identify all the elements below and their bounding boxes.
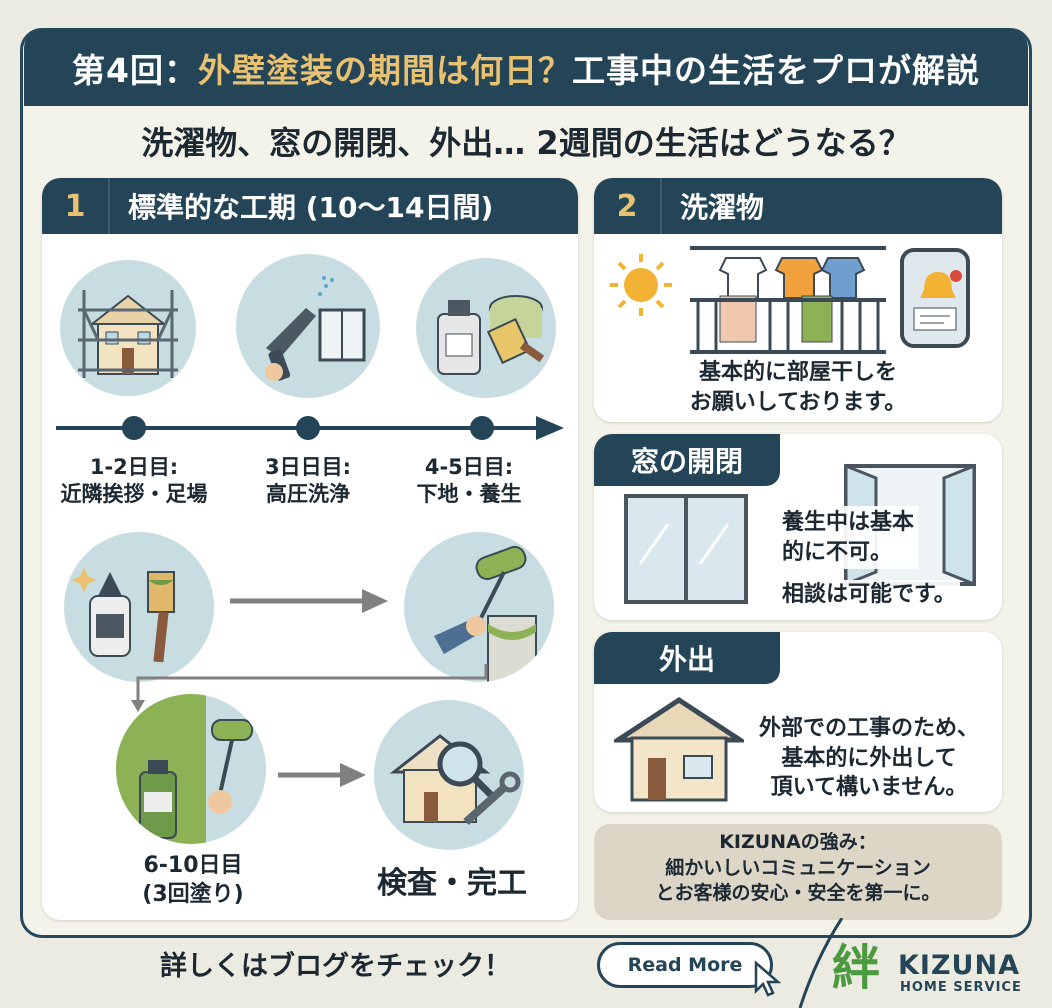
title-prefix: 第4回： [72,51,198,90]
section-2-number: 2 [616,188,638,224]
cursor-click-icon [754,960,782,997]
brand-subtitle: HOME SERVICE [900,980,1022,995]
flow-arrow-right-2 [278,763,366,787]
primer-masking-icon [416,258,556,398]
section-number: 1 [64,188,86,224]
step-2-label: 3日日目: 高圧洗浄 [264,455,351,507]
outing-text: 外部での工事のため、 基本的に外出して 頂いて構いません。 [758,716,979,801]
laundry-card: 2 洗濯物 基本的に部屋干しを お願いし [594,178,1002,422]
page-title: 第4回： 外壁塗装の期間は何日？ 工事中の生活をプロが解説 [24,30,1028,106]
scaffold-house-icon [60,260,196,396]
section-title: 標準的な工期 (10〜14日間) [108,178,493,234]
timeline-arrow [56,416,564,440]
schedule-card-header: 1 標準的な工期 (10〜14日間) [42,178,578,234]
blog-cta-text: 詳しくはブログをチェック！ [160,951,511,982]
laundry-text: 基本的に部屋干しを お願いしております。 [689,360,907,415]
final-step-label: 検査・完工 [377,866,527,901]
top-coat-icon [116,694,266,844]
step-1-label: 1-2日目: 近隣挨拶・足場 [60,455,208,507]
step-4-label: 6-10日目 (3回塗り) [142,853,244,907]
sun-icon [610,254,672,316]
section-2-title: 洗濯物 [660,178,764,234]
schedule-card: 1 標準的な工期 (10〜14日間) [42,178,578,920]
phone-notification-icon [900,248,970,348]
balcony-laundry-icon [690,246,886,354]
outing-card-title: 外出 [594,632,780,684]
read-more-label: Read More [627,954,743,976]
title-accent: 外壁塗装の期間は何日？ [197,51,572,90]
flow-arrow-right-1 [230,589,388,613]
kizuna-strength-box: KIZUNAの強み： 細かいしいコミュニケーション とお客様の安心・安全を第一に… [594,824,1002,920]
house-icon [614,697,744,802]
subtitle: 洗濯物、窓の開閉、外出… 2週間の生活はどうなる？ [141,124,911,162]
paint-roller-icon [404,532,554,682]
read-more-button[interactable]: Read More [597,942,782,997]
brand-swoosh [798,918,844,1008]
window-card-title: 窓の開閉 [594,434,780,486]
caulk-brush-icon [64,532,214,682]
kizuna-logo: 絆 KIZUNA HOME SERVICE [832,944,1032,1000]
pressure-washer-icon [236,254,380,398]
window-text-1: 養生中は基本 的に不可。 [778,506,919,570]
window-card: 窓の開閉 養生中は基本 的に不可。 相談は可能です。 [594,434,1002,620]
laundry-card-header: 2 洗濯物 [594,178,1002,234]
brand-name: KIZUNA [898,950,1020,981]
window-text-2: 相談は可能です。 [778,580,960,610]
closed-window-icon [624,494,748,604]
brand-kanji: 絆 [832,940,881,996]
title-suffix: 工事中の生活をプロが解説 [571,51,980,90]
outing-card: 外出 外部での工事のため、 基本的に外出して 頂いて構いません。 [594,632,1002,812]
inspection-icon [374,700,524,850]
step-3-label: 4-5日目: 下地・養生 [416,455,522,507]
